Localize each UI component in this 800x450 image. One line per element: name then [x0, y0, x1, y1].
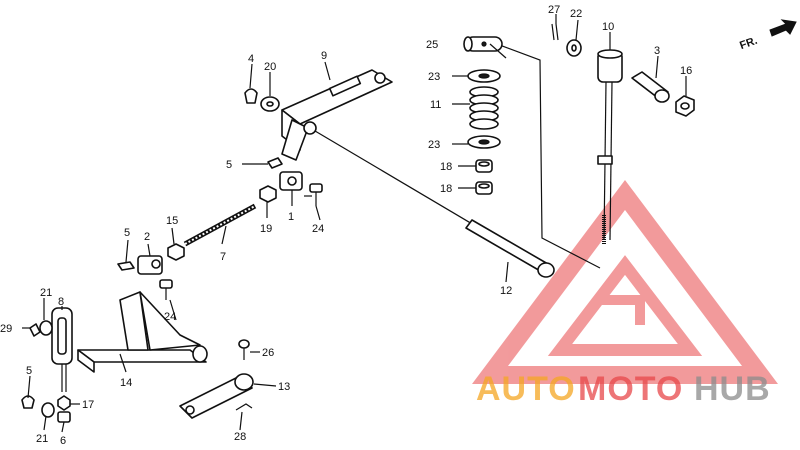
- label-5-upper: 5: [226, 159, 232, 171]
- label-15: 15: [166, 215, 178, 227]
- part-22-washer: [566, 39, 582, 57]
- label-11: 11: [430, 99, 441, 111]
- label-3: 3: [654, 45, 660, 57]
- part-7-threaded-rod: [183, 203, 257, 247]
- part-15-nut: [167, 243, 185, 261]
- label-28: 28: [234, 431, 246, 443]
- label-29: 29: [0, 323, 12, 335]
- label-5-lower: 5: [26, 365, 32, 377]
- part-17-nut: [57, 395, 71, 411]
- part-6-bolt: [57, 411, 71, 423]
- part-28-clip: [235, 403, 253, 411]
- part-3-pin: [631, 71, 670, 103]
- callout-leaders: [22, 14, 687, 433]
- label-18-upper: 18: [440, 161, 452, 173]
- label-5-middle: 5: [124, 227, 130, 239]
- label-7: 7: [220, 251, 226, 263]
- label-12: 12: [500, 285, 512, 297]
- part-18-nut-upper: [475, 159, 493, 173]
- part-29-clip: [29, 323, 41, 337]
- label-21-upper: 21: [40, 287, 52, 299]
- label-14: 14: [120, 377, 132, 389]
- part-13-link: [179, 373, 254, 419]
- front-arrow-icon: [769, 19, 797, 37]
- label-6: 6: [60, 435, 66, 447]
- label-23-bottom: 23: [428, 139, 440, 151]
- part-5-clip-lower: [21, 395, 35, 409]
- watermark-text: AUTO MOTO HUB: [476, 370, 771, 408]
- label-24-upper: 24: [312, 223, 324, 235]
- part-21-washer-upper: [39, 320, 53, 336]
- label-10: 10: [602, 21, 614, 33]
- part-25-pin: [463, 36, 503, 52]
- label-2: 2: [144, 231, 150, 243]
- label-22: 22: [570, 8, 582, 20]
- label-17: 17: [82, 399, 94, 411]
- label-9: 9: [321, 50, 327, 62]
- part-23-washer-top: [467, 69, 501, 83]
- part-10-rod: [597, 49, 623, 245]
- part-rod-end: [61, 364, 67, 392]
- label-25: 25: [426, 39, 438, 51]
- label-19: 19: [260, 223, 272, 235]
- part-1-clevis: [279, 171, 303, 191]
- part-26-pin: [238, 339, 250, 360]
- label-1: 1: [288, 211, 294, 223]
- label-13: 13: [278, 381, 290, 393]
- part-8-lever: [51, 307, 73, 365]
- label-24-lower: 24: [164, 311, 176, 323]
- part-2-clevis: [137, 255, 163, 275]
- part-9-arm: [281, 69, 393, 161]
- part-24-pin-upper: [309, 183, 323, 206]
- label-21-lower: 21: [36, 433, 48, 445]
- leader-lines: [304, 39, 601, 271]
- part-5-clip-middle: [117, 261, 135, 271]
- label-27: 27: [548, 4, 560, 16]
- part-27-cotter-pin: [551, 23, 559, 41]
- part-4-clip: [244, 88, 258, 104]
- part-11-spring: [469, 86, 499, 130]
- watermark-moto: MOTO: [578, 370, 683, 408]
- label-8: 8: [58, 296, 64, 308]
- label-20: 20: [264, 61, 276, 73]
- label-16: 16: [680, 65, 692, 77]
- part-24-pin-lower: [159, 279, 173, 300]
- part-19-nut: [259, 185, 277, 203]
- part-labels: 4 20 9 5 1 24 19 7 15 2 5 24 21 8 29 5 1…: [0, 4, 692, 447]
- part-21-washer-lower: [41, 402, 55, 418]
- part-16-nut: [675, 95, 695, 117]
- watermark-hub: HUB: [694, 370, 771, 408]
- front-direction-marker: FR.: [738, 19, 797, 52]
- part-12-pin: [465, 219, 555, 278]
- front-label: FR.: [738, 35, 759, 52]
- watermark-logo: [472, 180, 778, 384]
- label-26: 26: [262, 347, 274, 359]
- part-14-cross-shaft: [77, 291, 208, 373]
- label-4: 4: [248, 53, 254, 65]
- part-18-nut-lower: [475, 181, 493, 195]
- part-23-washer-bottom: [467, 135, 501, 149]
- label-18-lower: 18: [440, 183, 452, 195]
- part-20-washer: [260, 96, 280, 112]
- label-23-top: 23: [428, 71, 440, 83]
- part-5-clip-upper: [267, 157, 283, 169]
- watermark-auto: AUTO: [476, 370, 576, 408]
